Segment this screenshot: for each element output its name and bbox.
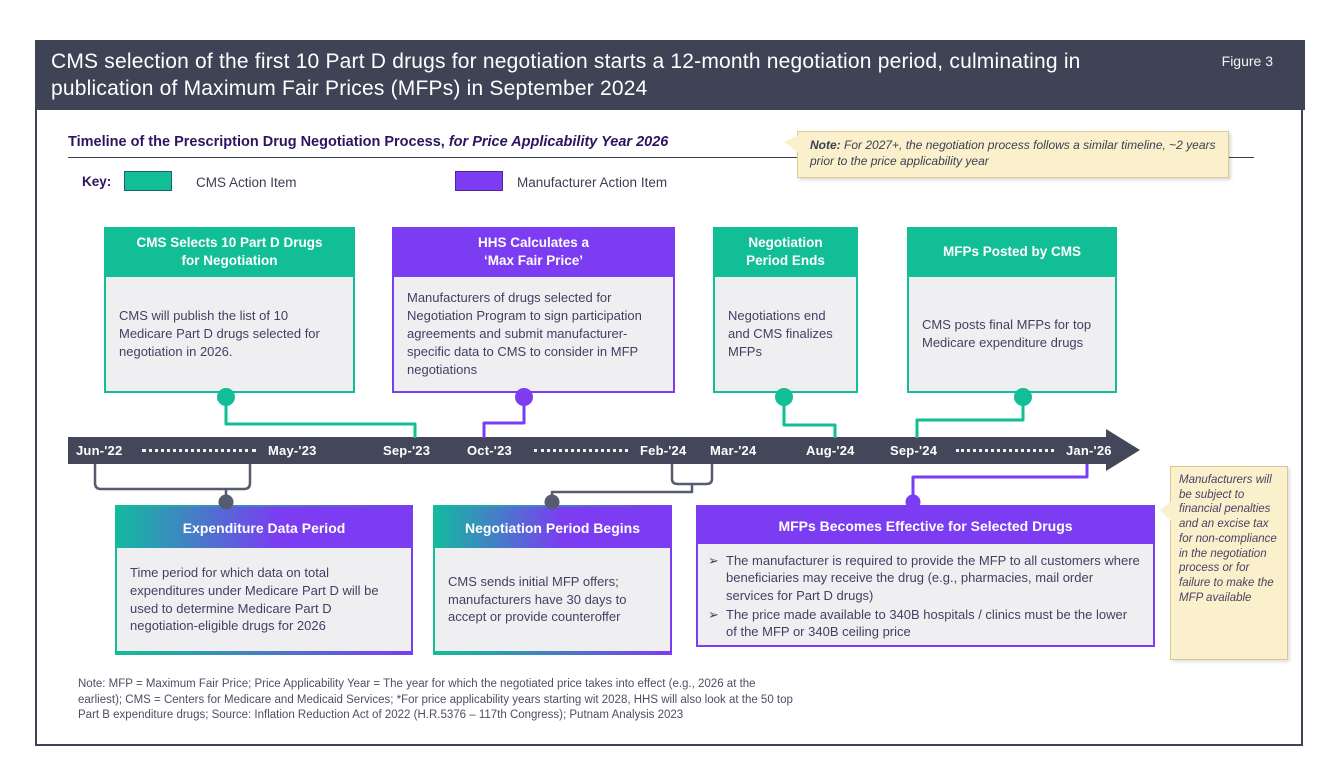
top-note-label: Note: bbox=[810, 138, 841, 152]
process-box-text: CMS will publish the list of 10 Medicare… bbox=[119, 308, 320, 359]
bottom-box-body: Time period for which data on total expe… bbox=[117, 548, 411, 651]
bottom-box-mfps-effective: MFPs Becomes Effective for Selected Drug… bbox=[696, 505, 1155, 647]
title-line: MFPs Posted by CMS bbox=[942, 244, 1082, 260]
bullet-arrow-icon: ➢ bbox=[708, 606, 719, 622]
bullet-text: The manufacturer is required to provide … bbox=[726, 553, 1140, 603]
process-box-text: CMS posts final MFPs for top Medicare ex… bbox=[922, 317, 1092, 350]
timeline-dotted-leader bbox=[142, 449, 256, 452]
key-item-cms: CMS Action Item bbox=[196, 175, 297, 190]
bullet-arrow-icon: ➢ bbox=[708, 553, 719, 568]
manufacturer-color-swatch bbox=[455, 171, 503, 191]
header-bar: CMS selection of the first 10 Part D dru… bbox=[35, 40, 1305, 110]
timeline-label-jun22: Jun-'22 bbox=[76, 443, 123, 458]
title-line: HHS Calculates a bbox=[477, 235, 590, 251]
timeline-label-sep23: Sep-'23 bbox=[383, 443, 431, 458]
bottom-box-negotiation-period-begins: Negotiation Period Begins CMS sends init… bbox=[433, 505, 672, 655]
process-box-title: Negotiation Period Ends bbox=[713, 227, 858, 277]
process-box-body: Manufacturers of drugs selected for Nego… bbox=[392, 277, 675, 393]
footnote-line: Part B expenditure drugs; Source: Inflat… bbox=[78, 709, 684, 722]
bottom-box-body: CMS sends initial MFP offers; manufactur… bbox=[435, 548, 670, 651]
top-note-text: For 2027+, the negotiation process follo… bbox=[810, 138, 1216, 169]
side-note-callout: Manufacturers will be subject to financi… bbox=[1160, 466, 1288, 660]
process-box-cms-selects-drugs: CMS Selects 10 Part D Drugs for Negotiat… bbox=[104, 227, 355, 393]
bottom-box-text: CMS sends initial MFP offers; manufactur… bbox=[448, 573, 627, 625]
bullet-item: ➢ The price made available to 340B hospi… bbox=[708, 606, 1141, 641]
figure-number-label: Figure 3 bbox=[1221, 53, 1273, 69]
bottom-box-body: ➢ The manufacturer is required to provid… bbox=[698, 544, 1153, 646]
process-box-text: Manufacturers of drugs selected for Nego… bbox=[407, 290, 642, 377]
process-box-hhs-calculates-mfp: HHS Calculates a ‘Max Fair Price’ Manufa… bbox=[392, 227, 675, 393]
section-rule-line bbox=[68, 157, 1254, 158]
key-label: Key: bbox=[82, 174, 112, 189]
bottom-box-title: MFPs Becomes Effective for Selected Drug… bbox=[698, 507, 1153, 544]
timeline-dotted-leader bbox=[534, 449, 628, 452]
section-title-italic: for Price Applicability Year 2026 bbox=[444, 134, 669, 150]
process-box-text: Negotiations end and CMS finalizes MFPs bbox=[728, 308, 833, 359]
key-item-manufacturer: Manufacturer Action Item bbox=[517, 175, 668, 190]
process-box-body: CMS posts final MFPs for top Medicare ex… bbox=[907, 277, 1117, 393]
bullet-text: The price made available to 340B hospita… bbox=[726, 606, 1128, 640]
timeline-label-mar24: Mar-'24 bbox=[710, 443, 757, 458]
bullet-item: ➢ The manufacturer is required to provid… bbox=[708, 552, 1141, 604]
title-line: Negotiation bbox=[748, 235, 823, 251]
timeline-label-jan26: Jan-'26 bbox=[1066, 443, 1112, 458]
process-box-body: CMS will publish the list of 10 Medicare… bbox=[104, 277, 355, 393]
top-note-callout: Note: For 2027+, the negotiation process… bbox=[784, 131, 1229, 178]
bottom-box-expenditure-data-period: Expenditure Data Period Time period for … bbox=[115, 505, 413, 655]
cms-color-swatch bbox=[124, 171, 172, 191]
process-box-title: CMS Selects 10 Part D Drugs for Negotiat… bbox=[104, 227, 355, 277]
bottom-box-title: Negotiation Period Begins bbox=[435, 507, 670, 548]
process-box-body: Negotiations end and CMS finalizes MFPs bbox=[713, 277, 858, 393]
figure-title: CMS selection of the first 10 Part D dru… bbox=[51, 50, 1081, 100]
bottom-box-title: Expenditure Data Period bbox=[117, 507, 411, 548]
side-note-text: Manufacturers will be subject to financi… bbox=[1179, 474, 1277, 604]
timeline-label-feb24: Feb-'24 bbox=[640, 443, 687, 458]
footnote: Note: MFP = Maximum Fair Price; Price Ap… bbox=[78, 677, 988, 724]
title-line: Period Ends bbox=[746, 253, 825, 268]
process-box-title: HHS Calculates a ‘Max Fair Price’ bbox=[392, 227, 675, 277]
process-box-negotiation-period-ends: Negotiation Period Ends Negotiations end… bbox=[713, 227, 858, 393]
title-line: CMS Selects 10 Part D Drugs bbox=[136, 235, 323, 251]
process-box-title: MFPs Posted by CMS bbox=[907, 227, 1117, 277]
timeline-label-aug24: Aug-'24 bbox=[806, 443, 855, 458]
bottom-box-text: Time period for which data on total expe… bbox=[130, 565, 379, 634]
section-title-main: Timeline of the Prescription Drug Negoti… bbox=[68, 134, 445, 150]
timeline-dotted-leader bbox=[956, 449, 1054, 452]
timeline-label-sep24: Sep-'24 bbox=[890, 443, 938, 458]
title-line: ‘Max Fair Price’ bbox=[483, 253, 584, 268]
title-line: for Negotiation bbox=[181, 253, 278, 268]
process-box-mfps-posted: MFPs Posted by CMS CMS posts final MFPs … bbox=[907, 227, 1117, 393]
callout-tail-icon bbox=[1160, 501, 1172, 522]
footnote-line: Note: MFP = Maximum Fair Price; Price Ap… bbox=[78, 678, 756, 690]
timeline-arrowhead-icon bbox=[1106, 429, 1140, 471]
footnote-line: earliest); CMS = Centers for Medicare an… bbox=[78, 693, 793, 706]
section-title: Timeline of the Prescription Drug Negoti… bbox=[68, 134, 668, 150]
timeline-label-may23: May-'23 bbox=[268, 443, 317, 458]
callout-tail-icon bbox=[784, 135, 799, 153]
timeline-label-oct23: Oct-'23 bbox=[467, 443, 512, 458]
